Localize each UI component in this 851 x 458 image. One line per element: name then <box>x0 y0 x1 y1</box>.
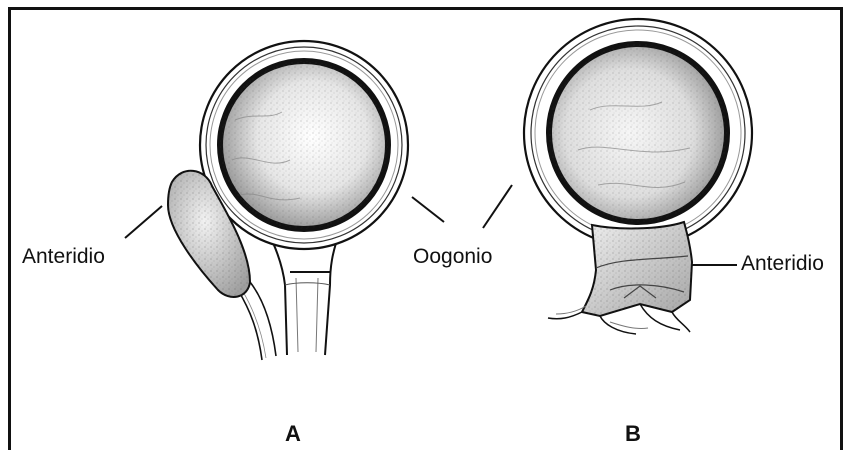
panel-a-oogonium <box>200 41 408 249</box>
oogonio-label: Oogonio <box>413 246 492 267</box>
panel-a-drawing <box>125 41 444 360</box>
panel-a-oogonio-pointer <box>412 197 444 222</box>
panel-b-letter: B <box>625 423 641 445</box>
panel-b-oogonio-pointer <box>483 185 512 228</box>
panel-a-anteridio-label: Anteridio <box>22 246 105 267</box>
panel-b-drawing <box>483 19 752 334</box>
panel-a-anteridio-pointer <box>125 206 162 238</box>
panel-b-antheridium <box>582 222 692 316</box>
panel-b-oogonium <box>524 19 752 247</box>
panel-a-letter: A <box>285 423 301 445</box>
panel-a-oogonium-stalk <box>268 232 340 355</box>
panel-b-anteridio-label: Anteridio <box>741 253 824 274</box>
